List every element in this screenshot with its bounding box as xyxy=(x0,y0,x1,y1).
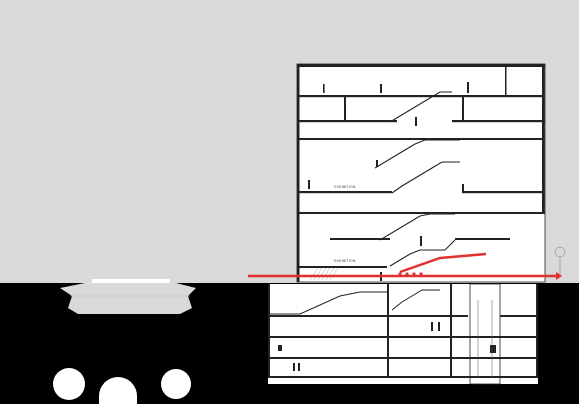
tunnel-left xyxy=(53,368,85,400)
exhibition-label-lower: EXHIBITION xyxy=(334,259,356,263)
stairs xyxy=(374,91,460,267)
tree xyxy=(554,246,566,276)
underground-tunnels xyxy=(53,368,191,404)
building-below xyxy=(268,283,538,385)
circulation-path xyxy=(248,252,562,280)
exhibition-label-upper: EXHIBITION xyxy=(334,185,356,189)
building-above: EXHIBITION EXHIBITION xyxy=(296,63,546,283)
tunnel-middle xyxy=(99,377,137,404)
path-arrow-icon xyxy=(556,272,562,280)
tunnel-right xyxy=(161,369,191,399)
left-pavilion xyxy=(60,279,196,314)
floor-slabs xyxy=(297,95,545,268)
